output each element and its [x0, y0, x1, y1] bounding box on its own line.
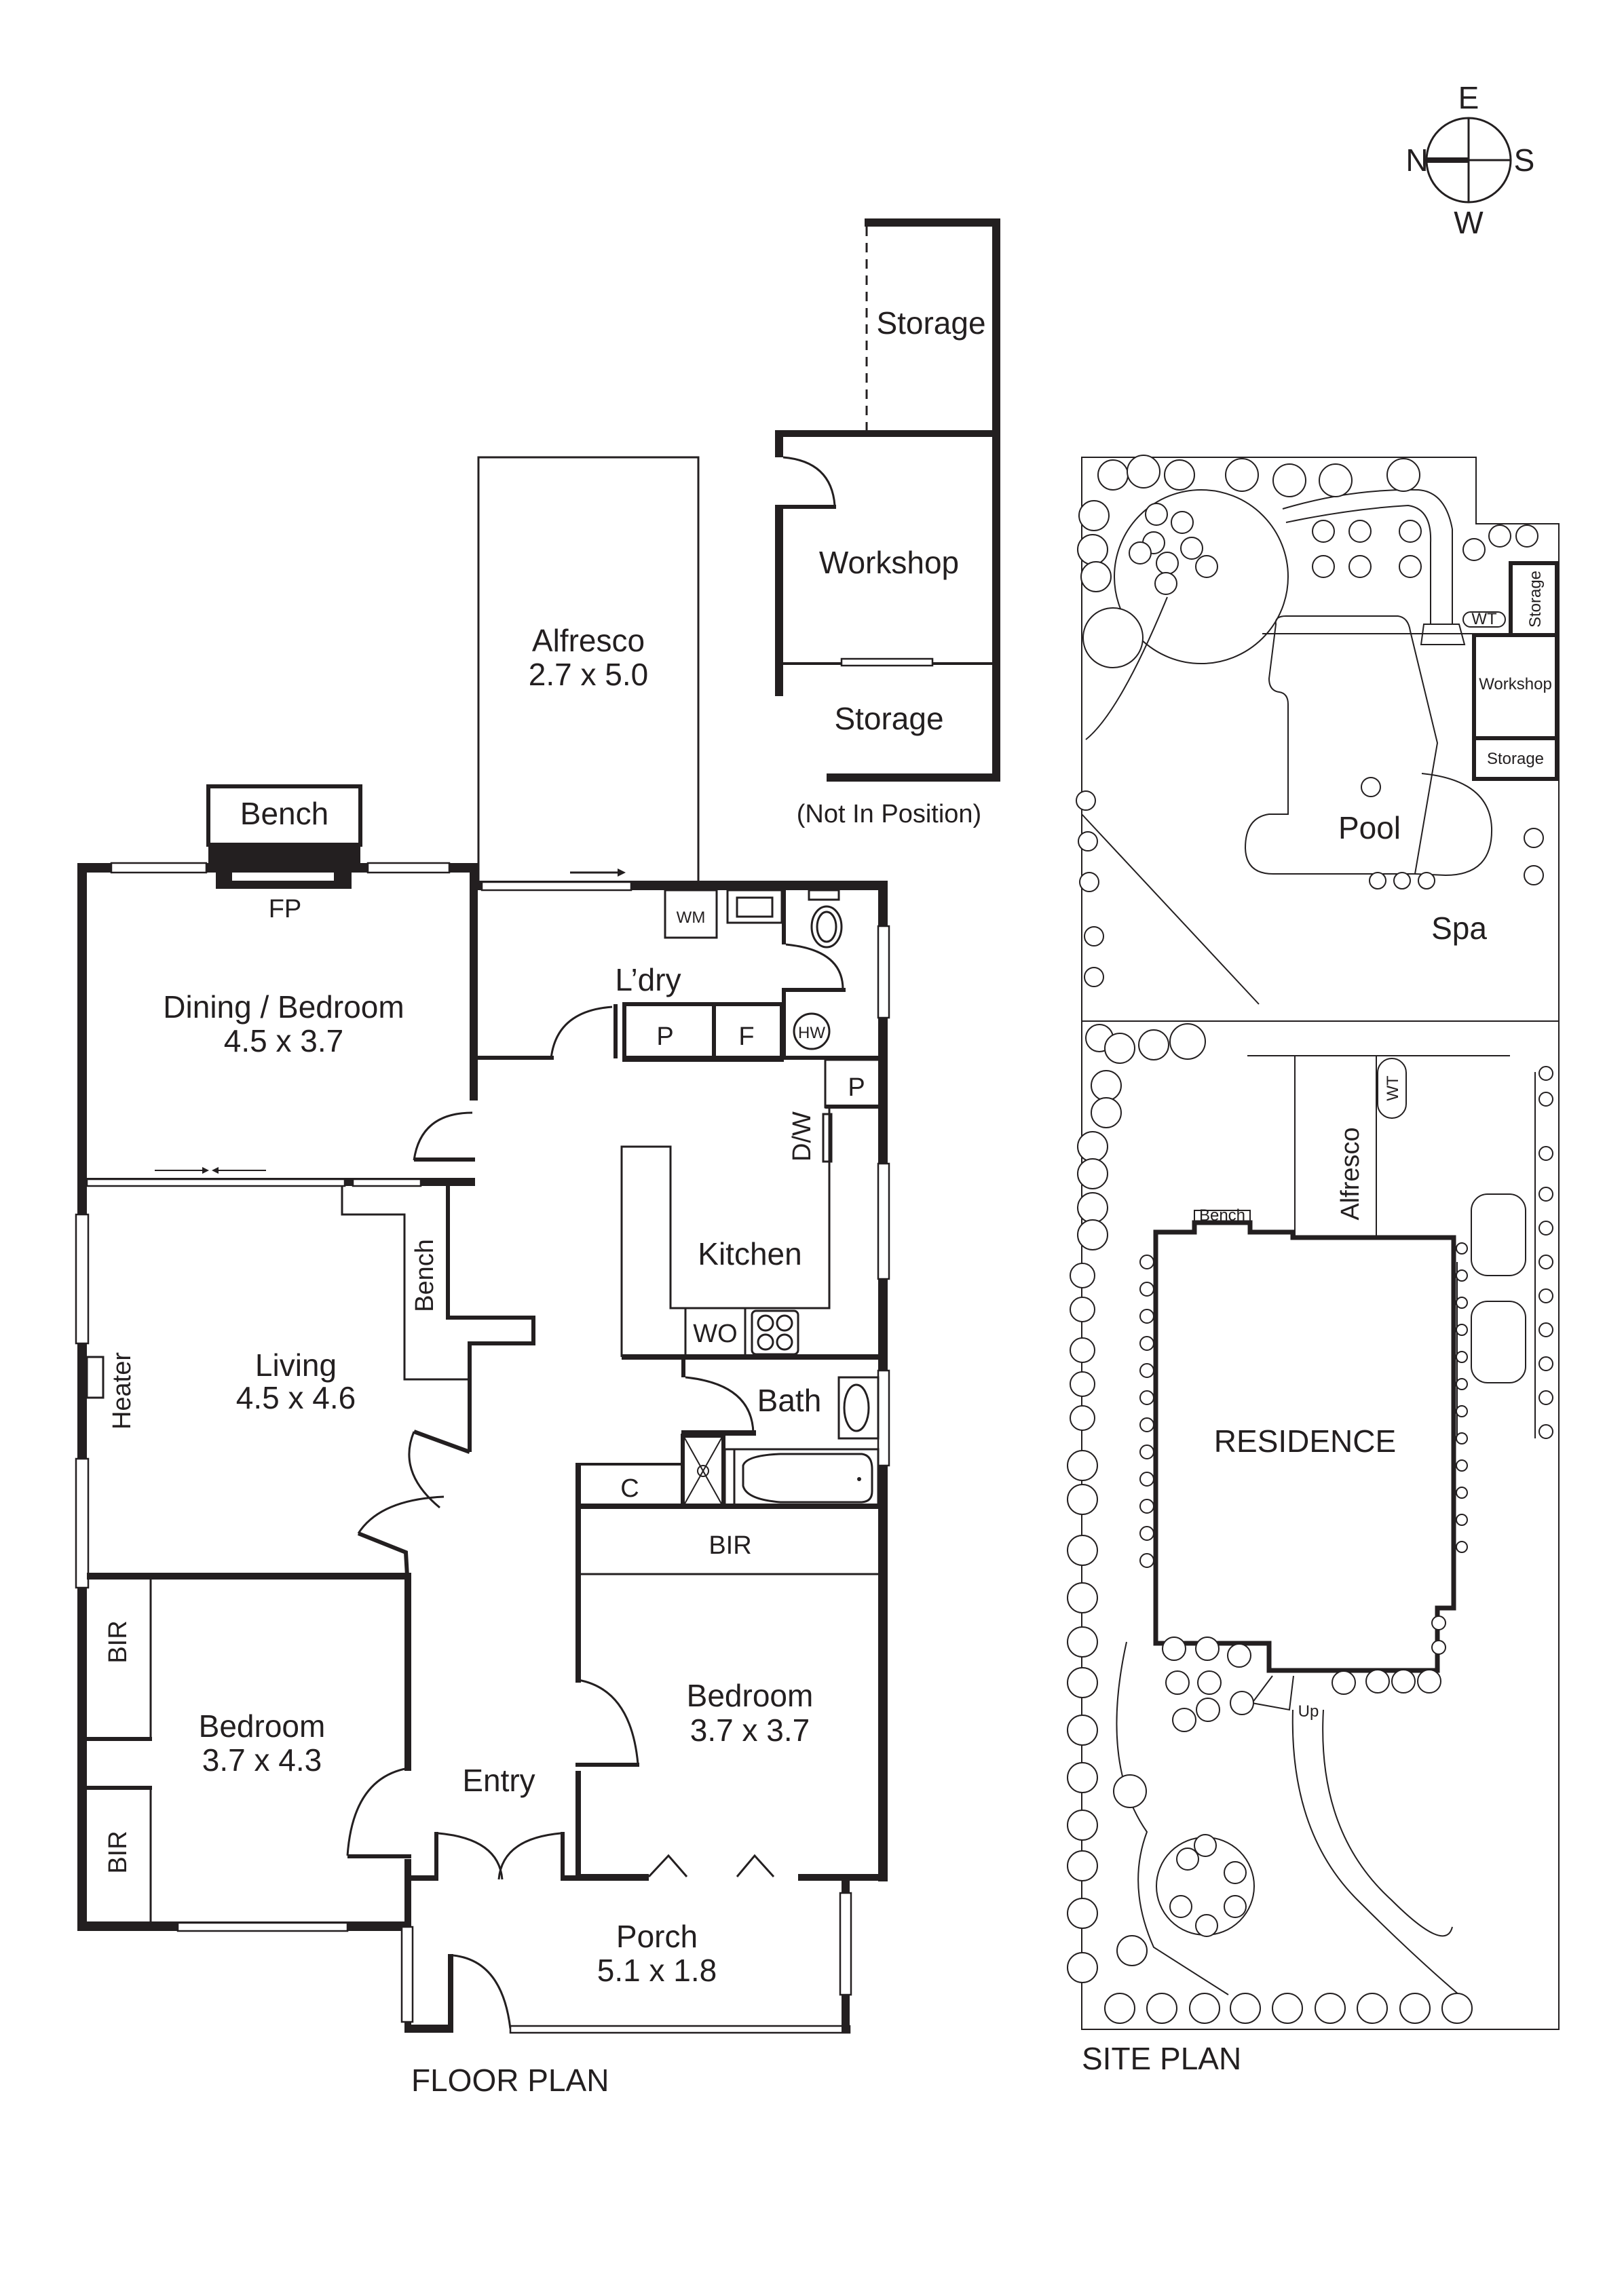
site-water-tank-top-label: WT — [1471, 610, 1497, 628]
alfresco-size: 2.7 x 5.0 — [529, 657, 648, 692]
site-workshop-label: Workshop — [1479, 675, 1552, 693]
residence-label: RESIDENCE — [1214, 1423, 1396, 1459]
washing-machine-label: WM — [677, 908, 706, 927]
site-bench-label: Bench — [1199, 1206, 1245, 1225]
site-plan-title: SITE PLAN — [1082, 2041, 1241, 2076]
living-label: Living — [255, 1347, 337, 1383]
outdoor-bench: Bench FP — [206, 784, 362, 923]
wall-oven-label: WO — [693, 1320, 737, 1348]
living-room: Bench Heater Living 4.5 x 4.6 Dining / B… — [86, 989, 535, 1580]
tree-icons — [1067, 455, 1553, 2024]
compass-east: E — [1458, 80, 1479, 115]
bir-strip-label: BIR — [709, 1531, 751, 1560]
living-size: 4.5 x 4.6 — [236, 1380, 356, 1415]
site-storage-bottom-label: Storage — [1487, 750, 1544, 768]
bedroom-left-size: 3.7 x 4.3 — [202, 1742, 322, 1778]
fireplace-label: FP — [269, 895, 302, 923]
outbuilding-storage-bottom-label: Storage — [834, 701, 943, 736]
outbuilding: Storage Workshop Storage (Not In Positio… — [775, 218, 1000, 828]
site-water-tank-mid-label: WT — [1384, 1075, 1402, 1101]
bathroom: Bath C — [575, 1360, 882, 1517]
house-walls — [75, 862, 890, 1930]
site-plan: Storage Workshop Storage WT Pool Spa Alf… — [1081, 457, 1560, 2076]
car-icon — [1471, 1301, 1526, 1383]
laundry-label: L’dry — [615, 962, 681, 997]
spa-label: Spa — [1431, 911, 1487, 946]
outbuilding-storage-top-label: Storage — [876, 305, 985, 341]
kitchen-label: Kitchen — [698, 1236, 801, 1271]
entry-label: Entry — [462, 1763, 535, 1798]
dishwasher-label: D/W — [788, 1111, 816, 1162]
alfresco-label: Alfresco — [532, 623, 645, 658]
compass-icon: E N S W — [1405, 80, 1534, 240]
porch-size: 5.1 x 1.8 — [597, 1953, 717, 1988]
alfresco-area: Alfresco 2.7 x 5.0 — [477, 456, 700, 883]
porch-label: Porch — [616, 1919, 698, 1954]
kitchen: P D/W WO Kitchen — [620, 1058, 882, 1360]
fridge-label: F — [738, 1022, 754, 1051]
bedroom-left-label: Bedroom — [199, 1708, 326, 1744]
car-icon — [1471, 1193, 1526, 1276]
outdoor-bench-label: Bench — [240, 796, 328, 831]
compass-west: W — [1454, 205, 1484, 240]
entry-porch: Entry Porch 5.1 x 1.8 FLOOR PLAN — [400, 1763, 852, 2098]
laundry: WM L’dry P F HW — [472, 889, 882, 1062]
steps-label: Up — [1298, 1702, 1319, 1721]
bedroom-right: BIR Bedroom 3.7 x 3.7 — [575, 1509, 888, 1882]
outbuilding-workshop-label: Workshop — [819, 545, 959, 580]
dining-size: 4.5 x 3.7 — [224, 1023, 343, 1058]
floor-plan-title: FLOOR PLAN — [411, 2063, 609, 2098]
bir-top-label: BIR — [104, 1620, 132, 1663]
outbuilding-note: (Not In Position) — [797, 800, 981, 828]
bath-label: Bath — [757, 1383, 822, 1418]
compass-south: S — [1514, 142, 1535, 178]
hot-water-label: HW — [798, 1024, 825, 1042]
laundry-pantry-label: P — [656, 1022, 673, 1051]
compass-north: N — [1405, 142, 1428, 178]
dining-label: Dining / Bedroom — [163, 989, 404, 1025]
bedroom-left: BIR BIR Bedroom 3.7 x 4.3 — [77, 1573, 411, 1932]
heater-label: Heater — [108, 1352, 136, 1430]
site-alfresco-label: Alfresco — [1336, 1127, 1365, 1220]
cupboard-label: C — [620, 1474, 639, 1503]
site-storage-top-label: Storage — [1526, 571, 1545, 628]
pool-label: Pool — [1338, 810, 1401, 845]
bedroom-right-size: 3.7 x 3.7 — [690, 1713, 810, 1748]
bir-bottom-label: BIR — [104, 1831, 132, 1873]
bedroom-right-label: Bedroom — [687, 1678, 814, 1713]
living-bench-label: Bench — [411, 1239, 439, 1312]
kitchen-pantry-label: P — [848, 1073, 865, 1102]
